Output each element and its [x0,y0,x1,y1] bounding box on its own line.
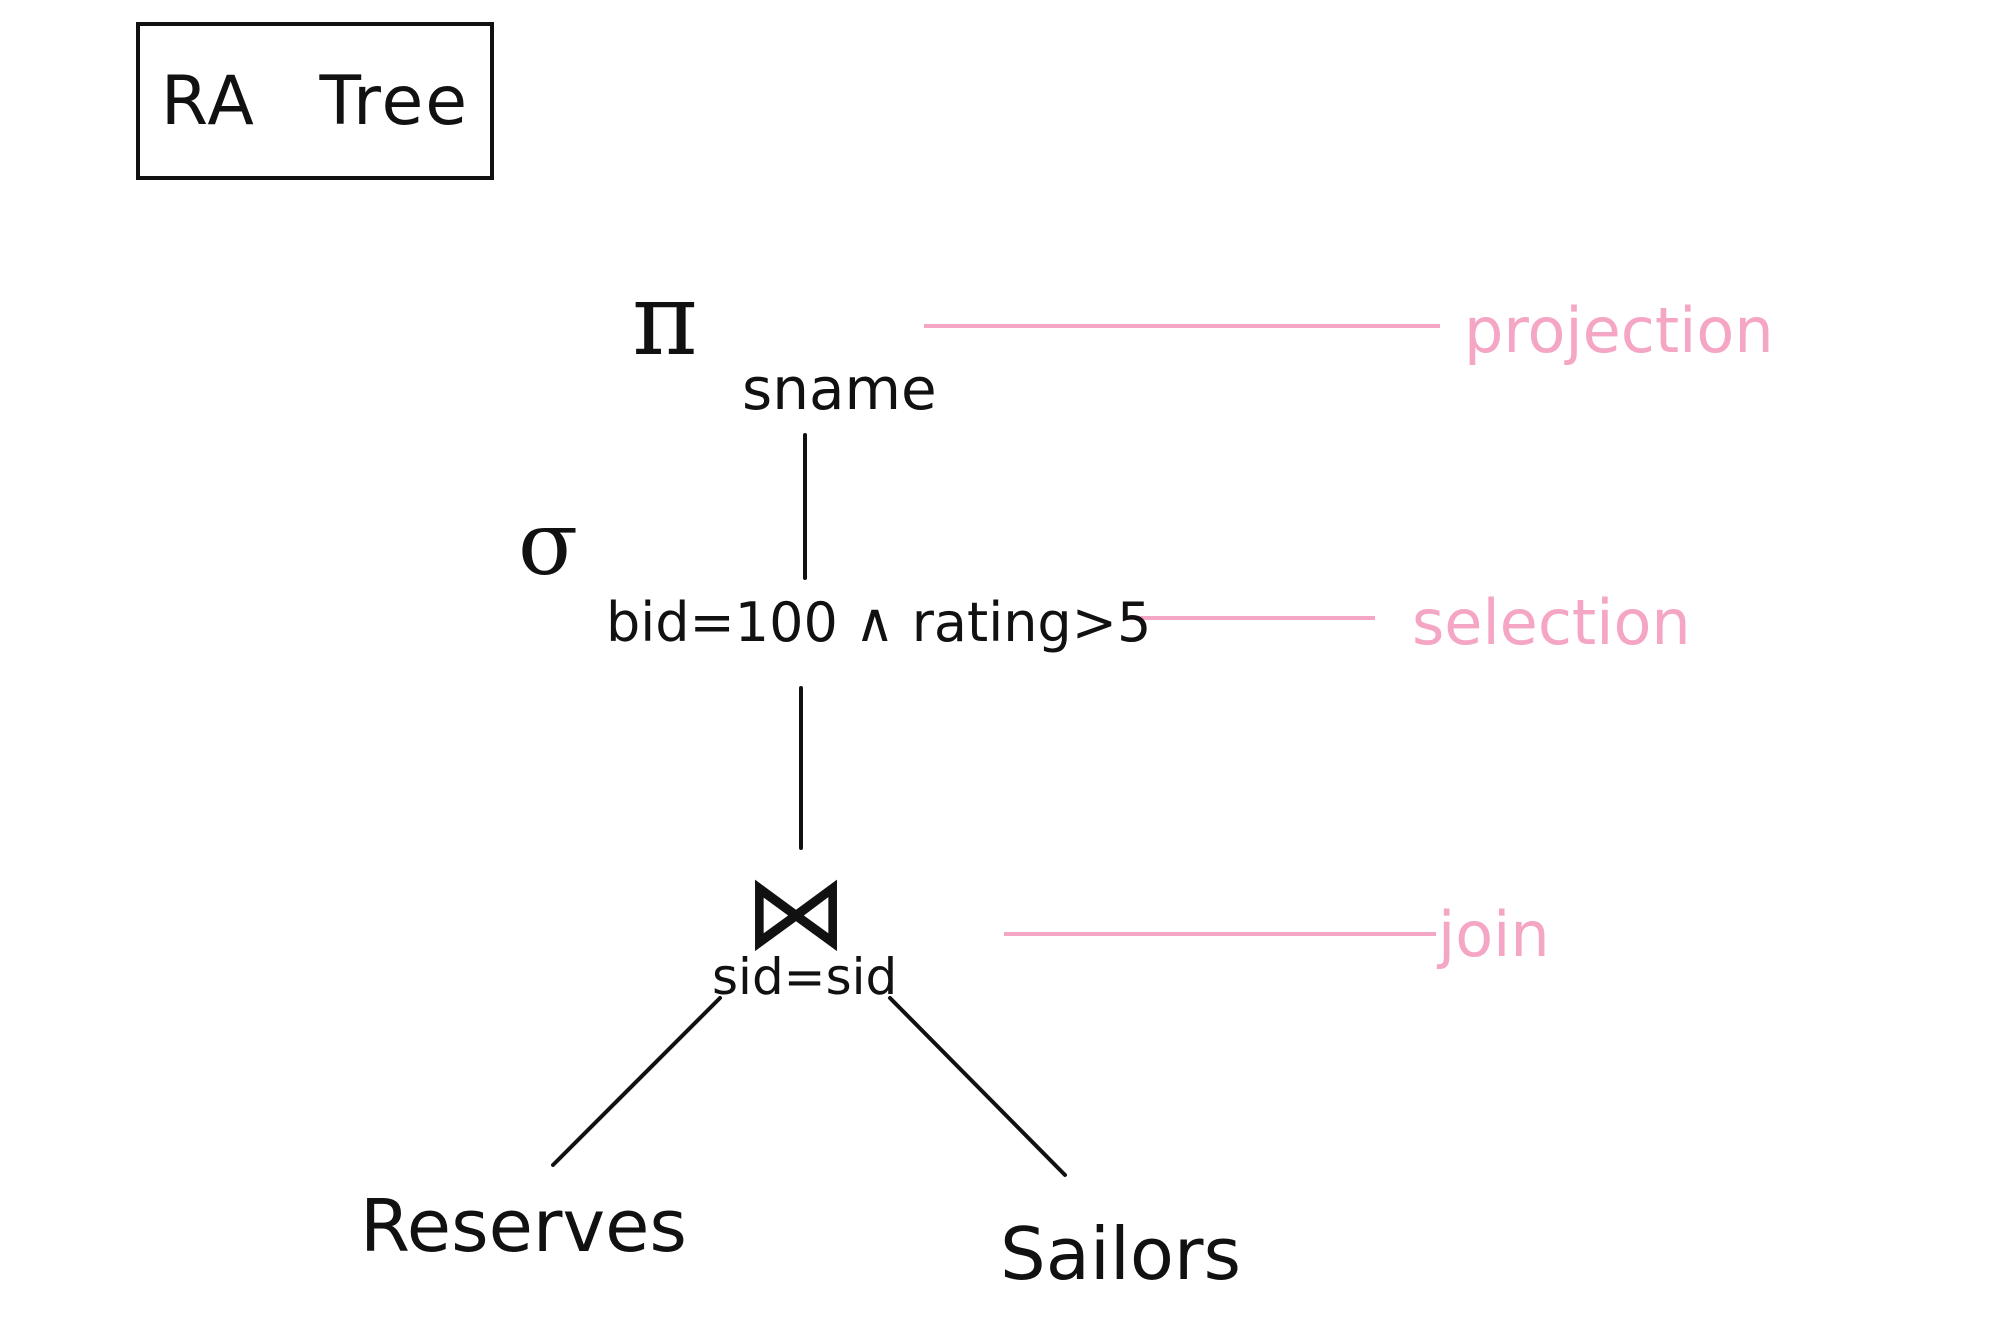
annotation-join: join [1438,898,1550,971]
annotation-projection: projection [1464,294,1774,367]
leaf-reserves: Reserves [360,1184,687,1268]
leaf-sailors: Sailors [1000,1212,1241,1296]
edge-join-reserves [551,996,722,1167]
projection-symbol: π [632,261,698,378]
title-box: RA Tree [136,22,494,180]
diagram-title: RA Tree [160,61,470,141]
projection-attribute: sname [742,355,937,423]
annotation-selection: selection [1412,586,1691,659]
selection-symbol: σ [518,492,579,595]
join-symbol: ⋈ [744,851,848,973]
edge-join-sailors [888,996,1067,1177]
selection-condition: bid=100 ∧ rating>5 [606,591,1152,654]
join-condition: sid=sid [712,948,898,1006]
